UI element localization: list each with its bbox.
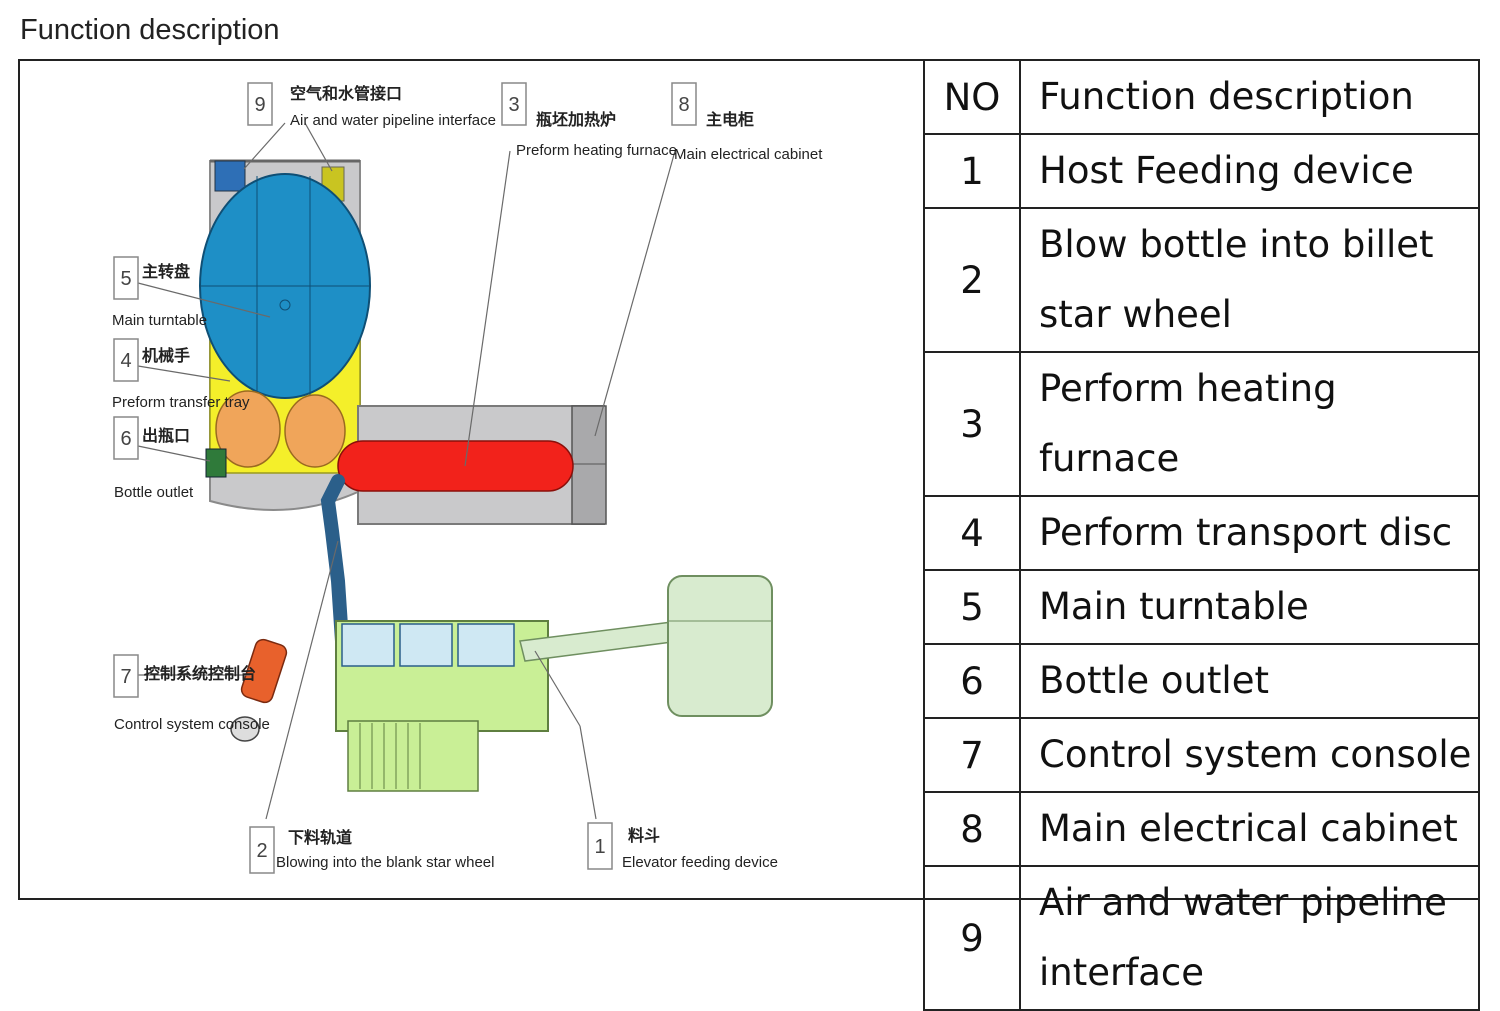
row-number: 8	[923, 791, 1021, 867]
row-description: Bottle outlet	[1019, 643, 1480, 719]
row-description: Main electrical cabinet	[1019, 791, 1480, 867]
table-header-row: NO Function description	[923, 59, 1480, 135]
callout-9-number: 9	[254, 94, 265, 116]
row-description: Perform heating furnace	[1019, 351, 1480, 497]
hopper	[667, 575, 773, 717]
callout-4-en: Preform transfer tray	[112, 394, 250, 411]
row-number: 4	[923, 495, 1021, 571]
callout-4-cn: 机械手	[142, 346, 190, 365]
console-operator	[230, 716, 260, 742]
callout-5-number: 5	[120, 268, 131, 290]
callout-3-number: 3	[508, 94, 519, 116]
callout-6-en: Bottle outlet	[114, 484, 194, 501]
table-row: 4 Perform transport disc	[923, 495, 1480, 571]
row-number: 7	[923, 717, 1021, 793]
preform-bin-1	[341, 623, 395, 667]
row-number: 3	[923, 351, 1021, 497]
row-number: 6	[923, 643, 1021, 719]
function-table-wrapper: NO Function description 1 Host Feeding d…	[923, 59, 1480, 1011]
feed-rail	[320, 474, 349, 648]
callout-2-en: Blowing into the blank star wheel	[276, 854, 494, 871]
row-description: Control system console	[1019, 717, 1480, 793]
machine-layout-diagram: 9 空气和水管接口 Air and water pipeline interfa…	[20, 61, 922, 898]
callout-6-cn: 出瓶口	[142, 426, 190, 445]
callout-6-number: 6	[120, 428, 131, 450]
electrical-cabinet	[571, 405, 607, 525]
transfer-disc-left	[215, 390, 281, 468]
table-row: 9 Air and water pipeline interface	[923, 865, 1480, 1011]
callout-2-cn: 下料轨道	[288, 828, 352, 847]
heating-furnace	[337, 440, 574, 492]
callout-3-en: Preform heating furnace	[516, 142, 677, 159]
feeder-stairs	[347, 720, 479, 792]
callout-2-number: 2	[256, 840, 267, 862]
row-number: 2	[923, 207, 1021, 353]
preform-bin-3	[457, 623, 515, 667]
row-description: Perform transport disc	[1019, 495, 1480, 571]
callout-7-cn: 控制系统控制台	[144, 664, 256, 683]
callout-8-number: 8	[678, 94, 689, 116]
callout-9-cn: 空气和水管接口	[290, 84, 402, 103]
callout-7-en: Control system console	[114, 716, 270, 733]
row-number: 1	[923, 133, 1021, 209]
transfer-disc-right	[284, 394, 346, 468]
callout-8-en: Main electrical cabinet	[674, 146, 823, 163]
table-row: 8 Main electrical cabinet	[923, 791, 1480, 867]
callout-1-en: Elevator feeding device	[622, 854, 778, 871]
header-no: NO	[923, 59, 1021, 135]
function-table: NO Function description 1 Host Feeding d…	[923, 59, 1480, 1011]
content-frame	[18, 59, 1480, 900]
row-description: Blow bottle into billet star wheel	[1019, 207, 1480, 353]
callout-5-en: Main turntable	[112, 312, 207, 329]
control-console	[240, 638, 288, 704]
row-description: Host Feeding device	[1019, 133, 1480, 209]
callout-3-cn: 瓶坯加热炉	[536, 110, 616, 129]
page-title: Function description	[20, 14, 280, 46]
bottle-outlet	[205, 448, 227, 478]
row-description: Air and water pipeline interface	[1019, 865, 1480, 1011]
table-row: 2 Blow bottle into billet star wheel	[923, 207, 1480, 353]
row-description: Main turntable	[1019, 569, 1480, 645]
callout-4-number: 4	[120, 350, 131, 372]
table-row: 7 Control system console	[923, 717, 1480, 793]
table-row: 5 Main turntable	[923, 569, 1480, 645]
preform-bin-2	[399, 623, 453, 667]
header-function-description: Function description	[1019, 59, 1480, 135]
row-number: 9	[923, 865, 1021, 1011]
table-row: 3 Perform heating furnace	[923, 351, 1480, 497]
row-number: 5	[923, 569, 1021, 645]
table-row: 1 Host Feeding device	[923, 133, 1480, 209]
table-row: 6 Bottle outlet	[923, 643, 1480, 719]
pipe-interface-left	[214, 160, 246, 192]
callout-8-cn: 主电柜	[706, 110, 754, 129]
callout-1-cn: 料斗	[628, 826, 660, 845]
callout-7-number: 7	[120, 666, 131, 688]
callout-9-en: Air and water pipeline interface	[290, 112, 496, 129]
callout-5-cn: 主转盘	[142, 262, 190, 281]
callout-1-number: 1	[594, 836, 605, 858]
